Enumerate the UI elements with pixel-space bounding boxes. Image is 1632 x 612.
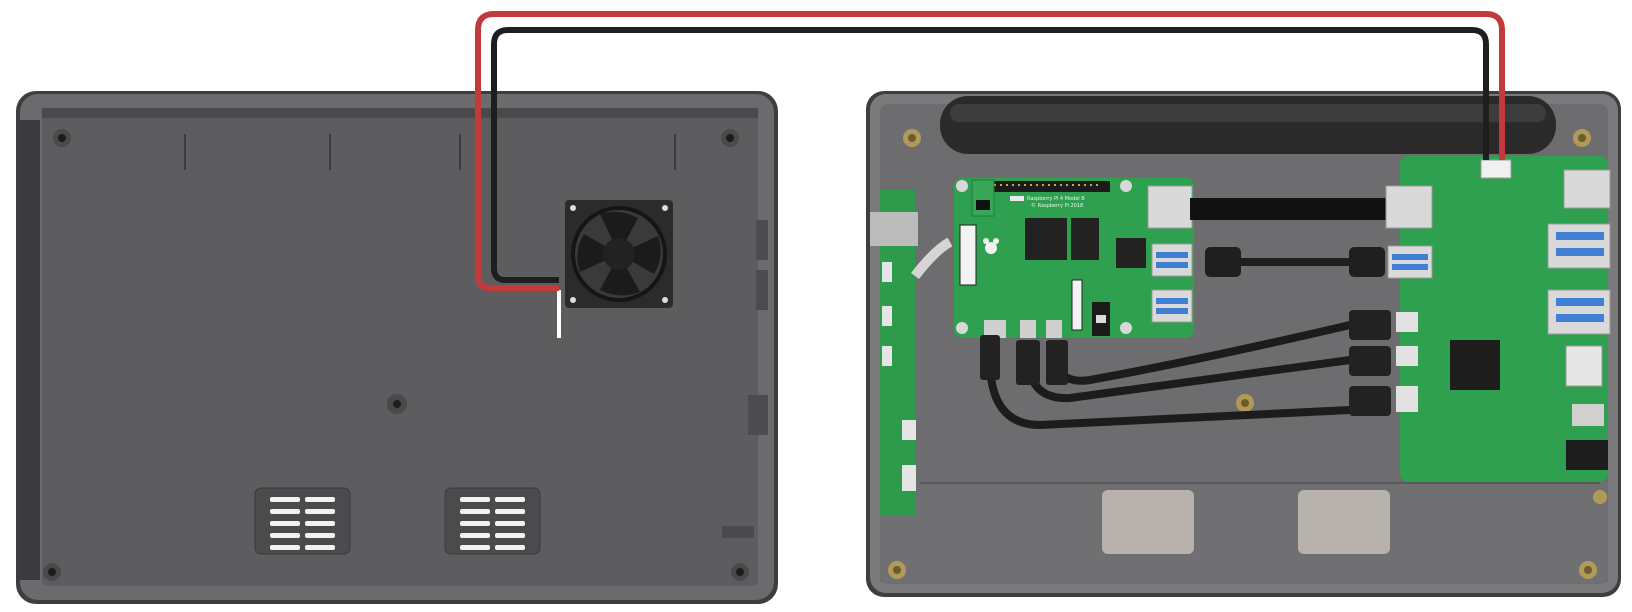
pi-model-label: Raspberry Pi 4 Model B [1027,196,1085,202]
csi-connector [1072,280,1082,330]
back-cover [16,91,778,604]
ram-chip [1071,218,1099,260]
cable-plug [1046,340,1068,385]
hdmi-port [1566,346,1602,386]
display-driver-board [1386,156,1610,482]
pi-copyright-label: © Raspberry Pi 2018 [1031,202,1083,209]
usb-port [1548,290,1610,334]
usb-port [1152,244,1192,276]
cable-plug [1016,340,1040,385]
cable-plug [980,335,1000,380]
foam-pad [1298,490,1390,554]
usb-port [1152,290,1192,322]
raspberry-pi-board: Raspberry Pi 4 Model B © Raspberry Pi 20… [954,178,1194,338]
driver-chip [1450,340,1500,390]
micro-hdmi-port [1046,320,1062,338]
fan-header [1481,160,1511,178]
foam-pad [1102,490,1194,554]
dsi-connector [960,225,976,285]
dc-barrel [1566,440,1608,470]
usb-port [1548,224,1610,268]
micro-hdmi-port [1020,320,1036,338]
display-flex-cable [1190,198,1390,220]
soc-chip [1025,218,1067,260]
fan-icon [565,200,673,308]
ethernet-port [1148,186,1192,228]
cable-plug [1349,346,1391,376]
speaker-bar [940,96,1556,154]
power-jack [1572,404,1604,426]
usb-controller-chip [1116,238,1146,268]
main-enclosure: Raspberry Pi 4 Model B © Raspberry Pi 20… [866,91,1621,597]
ethernet-port [1564,170,1610,208]
cable-plug [1349,386,1391,416]
cable-plug [1349,310,1391,340]
